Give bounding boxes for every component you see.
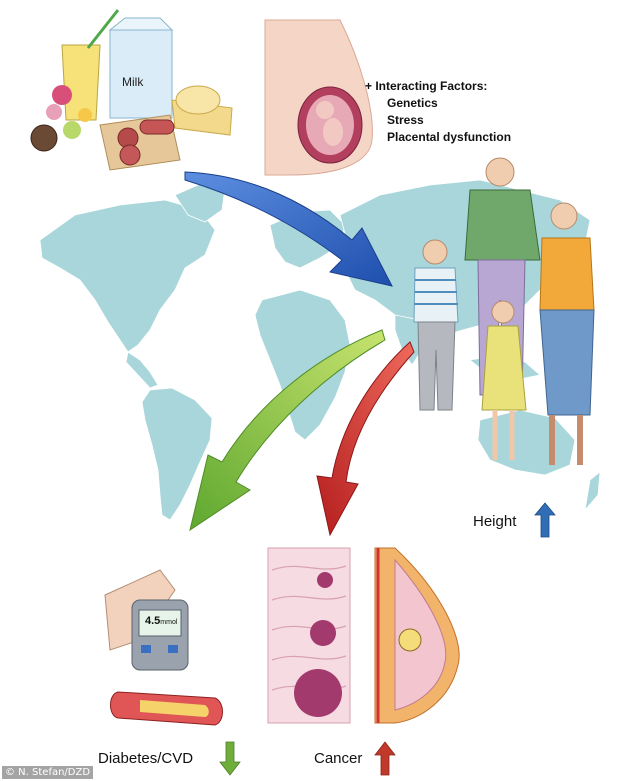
cancer-label: Cancer [314,750,363,767]
diabetes-cvd-outcome: Diabetes/CVD [98,750,193,767]
red-arrow [316,341,415,537]
height-outcome: Height [473,513,516,530]
height-label: Height [473,513,517,530]
blue-arrow [184,171,393,287]
glucose-reading-value: 4.5 [145,615,161,627]
factor-placental-dysfunction: Placental dysfunction [387,130,512,144]
interacting-factors-heading: + Interacting Factors: [365,79,488,93]
glucose-reading: 4.5mmol [145,615,177,627]
cancer-outcome: Cancer [314,750,362,767]
glucose-reading-unit: mmol [160,619,178,626]
image-credit: © N. Stefan/DZD [2,766,94,779]
green-arrow [189,329,386,532]
factor-genetics: Genetics [387,96,438,110]
factor-stress: Stress [387,113,424,127]
interacting-factors: + Interacting Factors: Genetics Stress P… [365,78,511,146]
milk-label: Milk [122,75,144,89]
diabetes-cvd-label: Diabetes/CVD [98,750,194,767]
